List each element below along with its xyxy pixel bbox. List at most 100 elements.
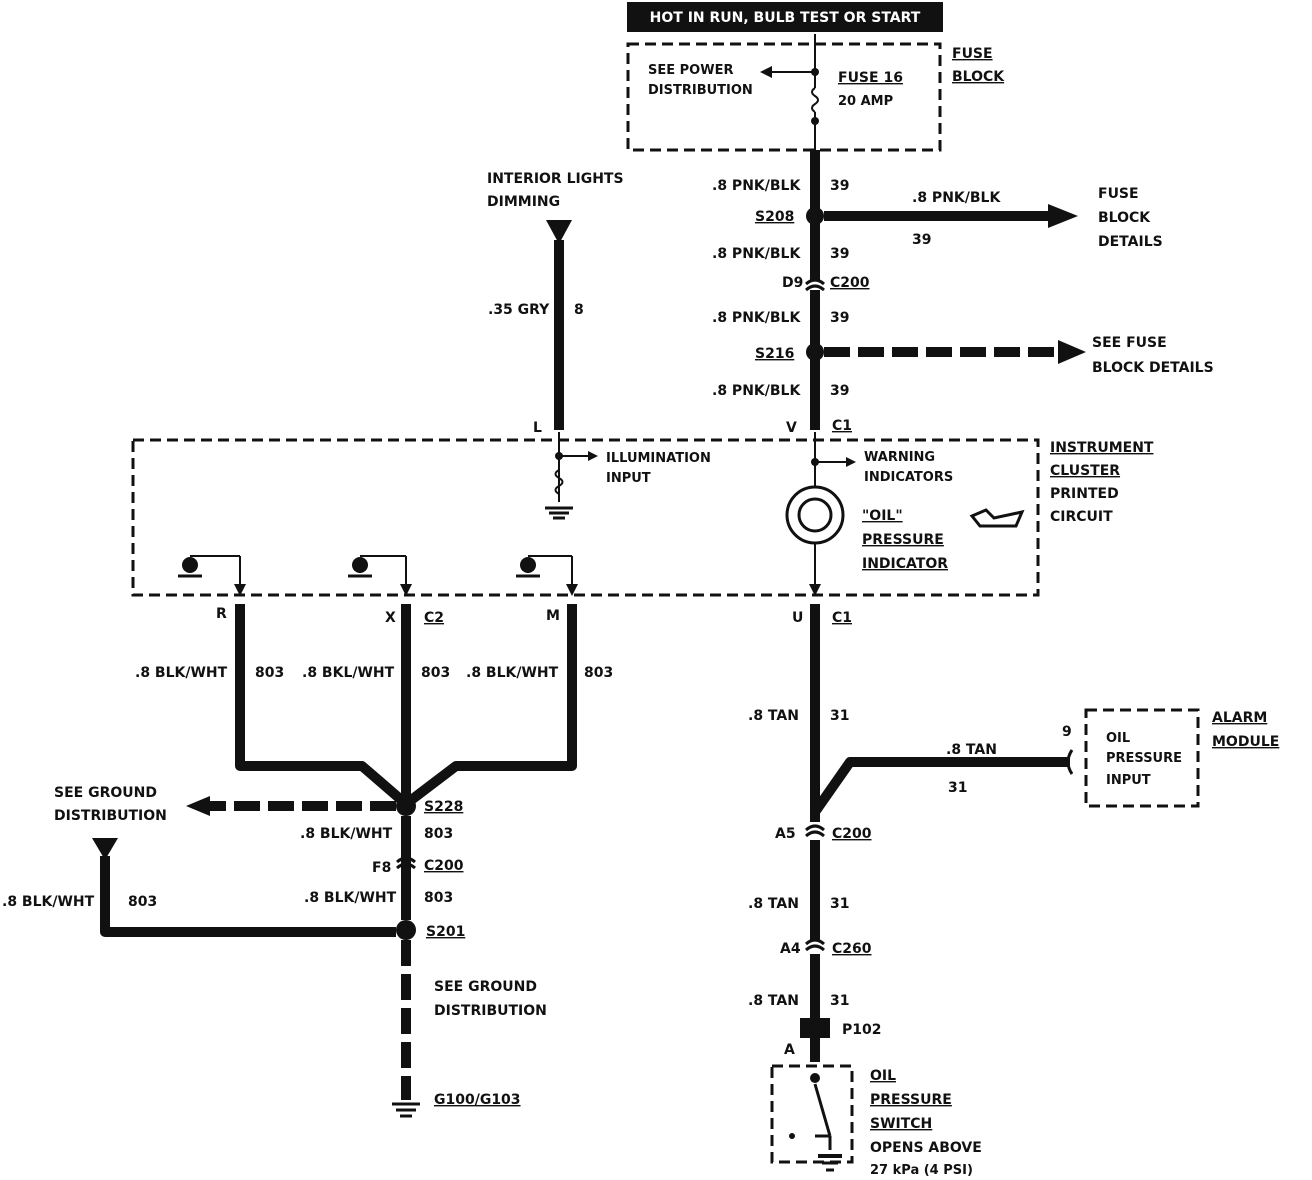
alarm-pin-9: 9 (1062, 724, 1072, 740)
bulb-m-arrow (566, 584, 578, 596)
w6-circuit: 803 (424, 890, 453, 906)
alarm-2: PRESSURE (1106, 751, 1182, 766)
m-circuit: 803 (584, 665, 613, 681)
cluster-label-3: PRINTED (1050, 486, 1119, 502)
fuse-name: FUSE 16 (838, 70, 903, 86)
branch1-color: .8 PNK/BLK (912, 190, 1001, 206)
w6-color: .8 BLK/WHT (304, 890, 397, 906)
v-pin: V (786, 420, 797, 436)
c200-a5-label: C200 (832, 826, 872, 842)
see-ground-1: SEE GROUND (54, 785, 157, 801)
m-color: .8 BLK/WHT (466, 665, 559, 681)
see-power-label-2: DISTRIBUTION (648, 83, 753, 98)
r-circuit: 803 (255, 665, 284, 681)
bulb-r (178, 555, 246, 596)
switch-4: OPENS ABOVE (870, 1140, 982, 1156)
illumination-2: INPUT (606, 471, 651, 486)
bulb-r-arrow (234, 584, 246, 596)
see-ground2-1: SEE GROUND (434, 979, 537, 995)
alarm-1: OIL (1106, 731, 1130, 746)
see-ground-2: DISTRIBUTION (54, 808, 167, 824)
bulb-m (516, 555, 578, 596)
header-text: HOT IN RUN, BULB TEST OR START (650, 10, 921, 26)
see-ground2-2: DISTRIBUTION (434, 1003, 547, 1019)
c200-top-label: C200 (830, 275, 870, 291)
bulb-x-arrow (400, 584, 412, 596)
see-power-label-1: SEE POWER (648, 63, 733, 78)
w2-color: .8 PNK/BLK (712, 246, 801, 262)
s208-label: S208 (755, 209, 794, 225)
wire-m (402, 604, 577, 808)
oil-2: PRESSURE (862, 532, 944, 548)
d9-pin: D9 (782, 275, 803, 291)
tan-w3-circuit: 31 (830, 993, 849, 1009)
illum-lamp-icon (554, 469, 564, 495)
alarm-module-box (1084, 708, 1200, 808)
x-color: .8 BKL/WHT (302, 665, 395, 681)
cluster-label-2: CLUSTER (1050, 463, 1120, 479)
alarm-connector (1066, 749, 1074, 775)
branch2-arrow (1058, 340, 1086, 364)
warning-arrow (846, 457, 856, 467)
switch-2: PRESSURE (870, 1092, 952, 1108)
connector-c200-f8-b (396, 862, 416, 870)
connector-c200-f8 (396, 856, 416, 864)
left-color: .8 BLK/WHT (2, 894, 95, 910)
warning-1: WARNING (864, 450, 935, 465)
fuse-block-box (626, 42, 942, 152)
tan-w2-color: .8 TAN (748, 896, 799, 912)
p102-label: P102 (842, 1022, 881, 1038)
connector-c260 (805, 938, 825, 946)
switch-3: SWITCH (870, 1116, 932, 1132)
connector-c200-a5-b (805, 830, 825, 838)
bulb-x-lamp (352, 557, 368, 573)
w1-circuit: 39 (830, 178, 849, 194)
alarm-3: INPUT (1106, 773, 1151, 788)
branch1-dest-1: FUSE (1098, 186, 1139, 202)
s228-label: S228 (424, 799, 463, 815)
oil-can-icon (969, 508, 1025, 528)
w5-color: .8 BLK/WHT (300, 826, 393, 842)
left-circuit: 803 (128, 894, 157, 910)
power-dist-arrow (760, 66, 772, 78)
branch1-dest-3: DETAILS (1098, 234, 1163, 250)
s216-label: S216 (755, 346, 794, 362)
x-pin: X (385, 610, 396, 626)
w3-color: .8 PNK/BLK (712, 310, 801, 326)
wire-tan-alarm (810, 757, 1070, 815)
warning-2: INDICATORS (864, 470, 953, 485)
tan-w3-color: .8 TAN (748, 993, 799, 1009)
bulb-x (348, 555, 412, 596)
connector-c200-top (805, 278, 825, 286)
x-circuit: 803 (421, 665, 450, 681)
branch2-dest-2: BLOCK DETAILS (1092, 360, 1214, 376)
switch-open-contact (789, 1133, 795, 1139)
switch-1: OIL (870, 1068, 896, 1084)
bulb-m-lamp (520, 557, 536, 573)
c2-label: C2 (424, 610, 444, 626)
tan-w1-color: .8 TAN (748, 708, 799, 724)
dimming-wire-color: .35 GRY (488, 302, 550, 318)
c1-top-label: C1 (832, 418, 852, 434)
fuse-bottom-node (811, 117, 819, 125)
oil-1: "OIL" (862, 508, 903, 524)
c200-f8-label: C200 (424, 858, 464, 874)
r-pin: R (216, 606, 227, 622)
fuse-block-label-2: BLOCK (952, 69, 1005, 85)
illumination-1: ILLUMINATION (606, 451, 711, 466)
alarm-label-1: ALARM (1212, 710, 1267, 726)
switch-5: 27 kPa (4 PSI) (870, 1163, 973, 1178)
a-pin: A (784, 1042, 795, 1058)
connector-p102 (800, 1018, 830, 1038)
a4-pin: A4 (780, 941, 801, 957)
splice-s208 (806, 207, 824, 225)
fuse-icon (811, 87, 819, 113)
u-pin: U (792, 610, 803, 626)
c1-bottom-label: C1 (832, 610, 852, 626)
w4-circuit: 39 (830, 383, 849, 399)
wire-r (235, 604, 410, 808)
ground-dist-arrow (186, 796, 210, 816)
alarm-wire-color: .8 TAN (946, 742, 997, 758)
w2-circuit: 39 (830, 246, 849, 262)
